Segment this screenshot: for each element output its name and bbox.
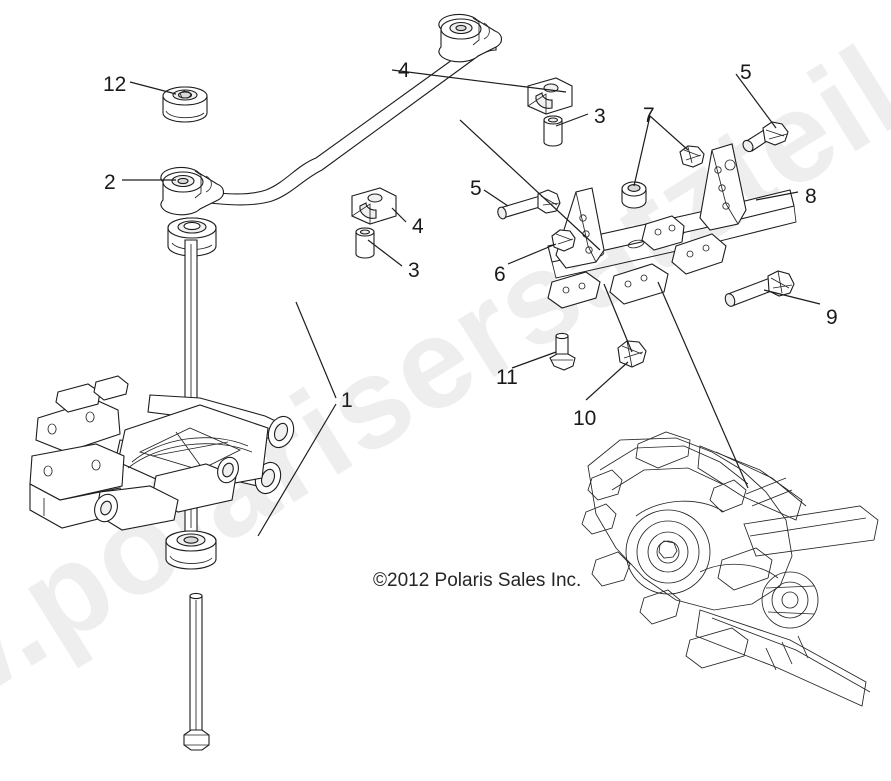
part-bar-clamp-upper xyxy=(527,77,573,115)
callout-10[interactable]: 10 xyxy=(573,407,597,430)
callout-8[interactable]: 8 xyxy=(805,185,817,208)
engine-transmission-reference xyxy=(581,431,879,707)
callout-11[interactable]: 11 xyxy=(496,366,518,389)
callout-3-lower[interactable]: 3 xyxy=(408,259,420,282)
copyright-text: ©2012 Polaris Sales Inc. xyxy=(373,570,582,591)
callout-6[interactable]: 6 xyxy=(494,263,506,286)
part-bushing-upper xyxy=(162,86,208,123)
callout-5-lower[interactable]: 5 xyxy=(470,177,482,200)
callout-2[interactable]: 2 xyxy=(104,171,116,194)
part-bar-clamp-lower xyxy=(351,187,397,225)
callout-1[interactable]: 1 xyxy=(341,389,353,412)
leader-lines xyxy=(122,69,821,537)
callout-12[interactable]: 12 xyxy=(103,73,127,96)
part-hex-bolt-short xyxy=(549,332,576,371)
part-flange-bolt-upper xyxy=(742,121,789,153)
callout-4-upper[interactable]: 4 xyxy=(398,59,410,82)
callout-7[interactable]: 7 xyxy=(643,104,655,127)
callout-3-upper[interactable]: 3 xyxy=(594,105,606,128)
part-pivot-bushing-pair xyxy=(621,145,705,209)
part-hex-flange-bolt-long xyxy=(724,270,795,307)
part-lock-nut-bracket xyxy=(551,229,576,252)
part-flange-nut xyxy=(617,340,647,368)
part-control-arm-assembly xyxy=(29,375,295,531)
callout-5-upper[interactable]: 5 xyxy=(740,61,752,84)
part-spacer-sleeve-upper xyxy=(543,115,563,147)
callout-4-lower[interactable]: 4 xyxy=(412,215,424,238)
part-stabilizer-bar xyxy=(160,13,503,216)
callout-9[interactable]: 9 xyxy=(826,306,838,329)
part-spacer-sleeve-lower xyxy=(355,227,375,259)
part-flange-bolt-lower xyxy=(497,189,561,220)
